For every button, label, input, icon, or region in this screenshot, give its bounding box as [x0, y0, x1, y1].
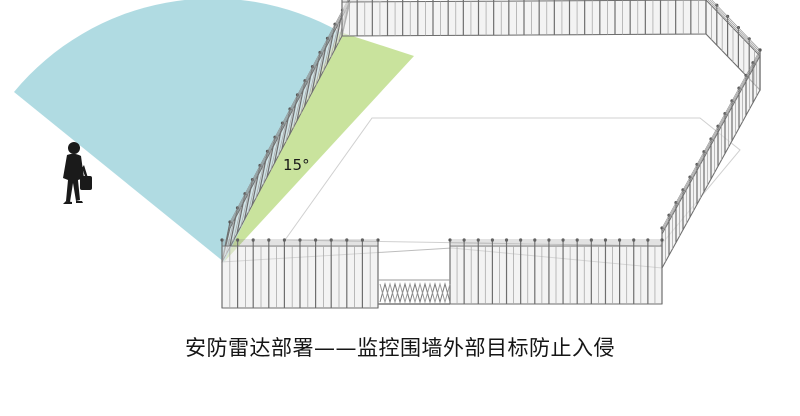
- beam-angle-label: 15°: [283, 156, 310, 174]
- diagram-caption: 安防雷达部署——监控围墙外部目标防止入侵: [185, 336, 615, 360]
- fence-back: [341, 0, 707, 37]
- fence-front-right: [448, 238, 664, 305]
- sliding-gate-icon: [378, 279, 451, 305]
- detection-beam: [224, 32, 414, 262]
- radar-coverage-sector: [14, 0, 340, 262]
- person-with-bag-icon: [63, 142, 92, 204]
- fence-sections: [220, 0, 762, 309]
- fence-right-diagonal: [660, 48, 762, 269]
- fence-front-left: [220, 238, 380, 309]
